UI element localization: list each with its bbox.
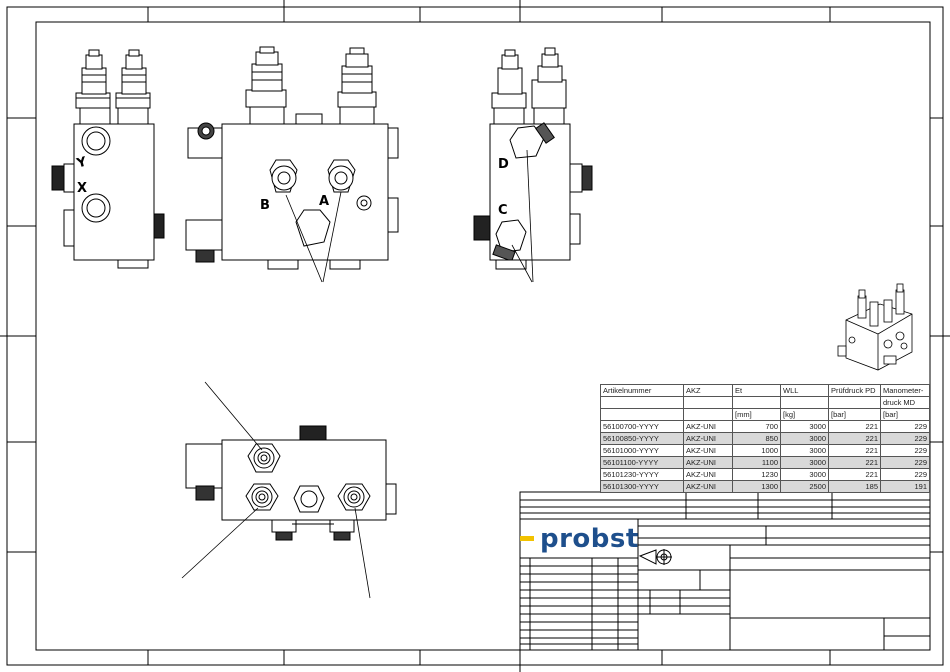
view-side-left xyxy=(51,49,165,269)
inner-frame xyxy=(35,21,931,651)
table-row: 56101100-YYYY AKZ-UNI 1100 3000 221 229 xyxy=(600,456,930,469)
table-row: 56100700-YYYY AKZ-UNI 700 3000 221 229 xyxy=(600,420,930,433)
port-label-b: B xyxy=(260,198,270,213)
view-front xyxy=(185,46,399,270)
col-header-manometer-2: druck MD xyxy=(880,396,930,409)
port-label-y: Y xyxy=(74,154,89,171)
title-block xyxy=(519,491,931,651)
view-side-right xyxy=(473,47,593,270)
view-isometric xyxy=(837,283,913,371)
spec-units-row: [mm] [kg] [bar] [bar] xyxy=(600,408,930,421)
unit-md: [bar] xyxy=(880,408,930,421)
col-header-akz: AKZ xyxy=(683,384,733,397)
view-bottom xyxy=(185,425,397,541)
unit-wll: [kg] xyxy=(780,408,829,421)
col-header-manometer: Manometer- xyxy=(880,384,930,397)
table-row: 56101300-YYYY AKZ-UNI 1300 2500 185 191 xyxy=(600,480,930,493)
spec-header-row: Artikelnummer AKZ Et WLL Prüfdruck PD Ma… xyxy=(600,384,930,397)
table-row: 56101000-YYYY AKZ-UNI 1000 3000 221 229 xyxy=(600,444,930,457)
table-row: 56101230-YYYY AKZ-UNI 1230 3000 221 229 xyxy=(600,468,930,481)
port-label-x: X xyxy=(77,181,87,196)
unit-et: [mm] xyxy=(732,408,781,421)
probst-logo: probst xyxy=(540,524,639,554)
port-label-d: D xyxy=(498,157,509,172)
table-row: 56100850-YYYY AKZ-UNI 850 3000 221 229 xyxy=(600,432,930,445)
col-header-et: Et xyxy=(732,384,781,397)
spec-header-row-2: druck MD xyxy=(600,396,930,409)
port-label-a: A xyxy=(319,194,329,209)
port-label-c: C xyxy=(498,203,508,218)
unit-pd: [bar] xyxy=(828,408,881,421)
spec-table: Artikelnummer AKZ Et WLL Prüfdruck PD Ma… xyxy=(600,384,930,493)
logo-accent-bar xyxy=(520,536,534,541)
col-header-wll: WLL xyxy=(780,384,829,397)
col-header-pruefdruck: Prüfdruck PD xyxy=(828,384,881,397)
col-header-artikelnummer: Artikelnummer xyxy=(600,384,684,397)
